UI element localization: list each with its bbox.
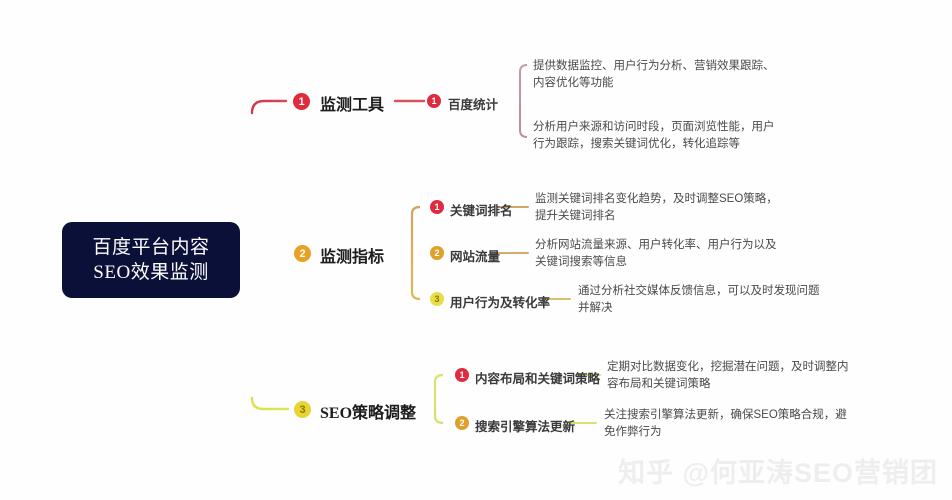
branch-3-child-2-detail-1: 关注搜索引擎算法更新，确保SEO策略合规，避 免作弊行为 (604, 407, 899, 441)
branch-3-label[interactable]: SEO策略调整 (320, 405, 417, 422)
detail-line: 监测关键词排名变化趋势，及时调整SEO策略， (535, 193, 778, 205)
branch-2-child-2-badge: 2 (430, 246, 444, 260)
detail-line: 分析用户来源和访问时段，页面浏览性能，用户 (533, 121, 775, 133)
branch-3-child-1-detail-1: 定期对比数据变化，挖掘潜在问题，及时调整内 容布局和关键词策略 (607, 359, 897, 393)
detail-line: 容布局和关键词策略 (607, 378, 711, 390)
branch-2-child-3-badge: 3 (430, 292, 444, 306)
branch-3-child-2-label[interactable]: 搜索引擎算法更新 (475, 420, 576, 434)
detail-line: 并解决 (578, 302, 613, 314)
branch-2-child-2-detail-1: 分析网站流量来源、用户转化率、用户行为以及 关键词搜索等信息 (535, 237, 835, 271)
detail-line: 通过分析社交媒体反馈信息，可以及时发现问题 (578, 285, 820, 297)
branch-1-badge: 1 (293, 93, 310, 110)
branch-2-child-3-label[interactable]: 用户行为及转化率 (450, 296, 551, 310)
detail-line: 定期对比数据变化，挖掘潜在问题，及时调整内 (607, 361, 849, 373)
branch-2-child-3-detail-1: 通过分析社交媒体反馈信息，可以及时发现问题 并解决 (578, 283, 878, 317)
root-title-line1: 百度平台内容 (92, 237, 210, 258)
branch-2-child-1-badge: 1 (430, 200, 444, 214)
watermark: 知乎 @何亚涛SEO营销团 (618, 458, 938, 488)
branch-2-label[interactable]: 监测指标 (320, 249, 385, 266)
branch-1-child-1-detail-1: 提供数据监控、用户行为分析、营销效果跟踪、 内容优化等功能 (533, 58, 833, 92)
detail-line: 关键词搜索等信息 (535, 256, 627, 268)
branch-1-child-1-detail-2: 分析用户来源和访问时段，页面浏览性能，用户 行为跟踪，搜索关键词优化，转化追踪等 (533, 119, 843, 153)
branch-3-child-1-badge: 1 (455, 368, 469, 382)
branch-3-badge: 3 (294, 401, 311, 418)
detail-line: 内容优化等功能 (533, 77, 614, 89)
detail-line: 提供数据监控、用户行为分析、营销效果跟踪、 (533, 60, 775, 72)
detail-line: 提升关键词排名 (535, 210, 616, 222)
root-title-line2: SEO效果监测 (93, 262, 209, 283)
branch-1-label[interactable]: 监测工具 (320, 97, 385, 114)
detail-line: 行为跟踪，搜索关键词优化，转化追踪等 (533, 138, 740, 150)
branch-1-child-1-label[interactable]: 百度统计 (448, 98, 499, 112)
branch-3-child-1-label[interactable]: 内容布局和关键词策略 (475, 372, 601, 386)
branch-1-child-1-badge: 1 (427, 94, 441, 108)
detail-line: 分析网站流量来源、用户转化率、用户行为以及 (535, 239, 777, 251)
branch-2-child-2-label[interactable]: 网站流量 (450, 250, 501, 264)
branch-2-child-1-detail-1: 监测关键词排名变化趋势，及时调整SEO策略， 提升关键词排名 (535, 191, 835, 225)
branch-3-child-2-badge: 2 (455, 416, 469, 430)
detail-line: 关注搜索引擎算法更新，确保SEO策略合规，避 (604, 409, 847, 421)
detail-line: 免作弊行为 (604, 426, 662, 438)
branch-2-badge: 2 (294, 245, 311, 262)
branch-2-child-1-label[interactable]: 关键词排名 (450, 204, 513, 218)
root-node[interactable]: 百度平台内容 SEO效果监测 (62, 222, 240, 298)
